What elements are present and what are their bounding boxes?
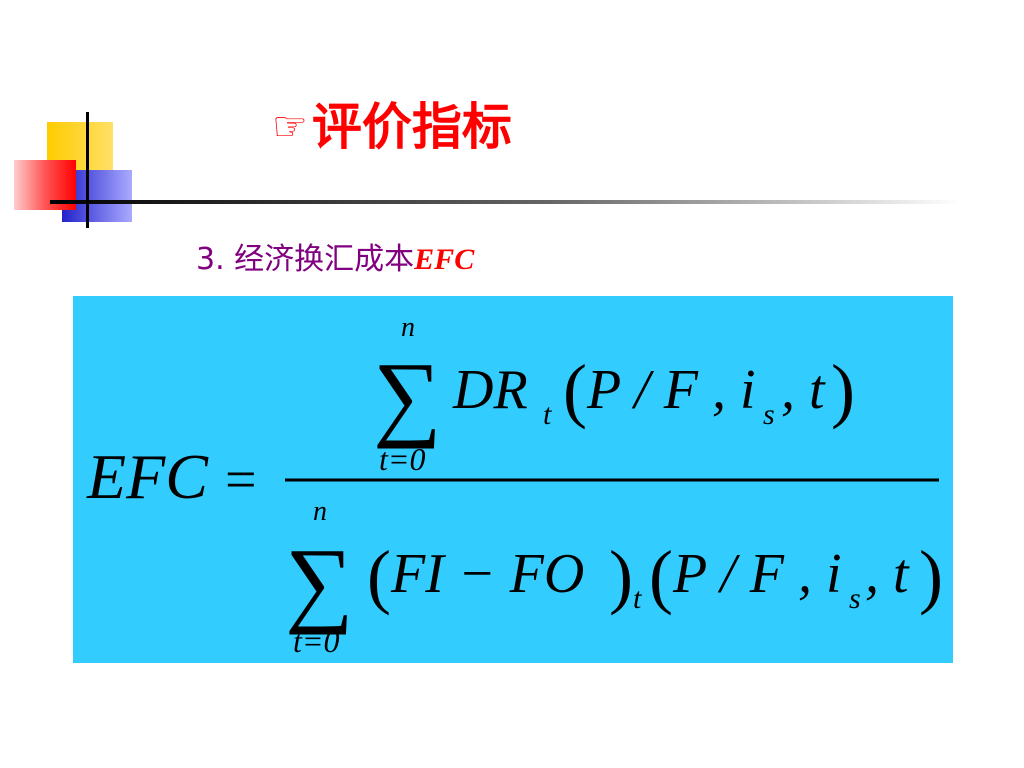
numerator-close-paren: ) xyxy=(831,350,855,430)
efc-formula: EFC = n ∑ t=0 DR t ( P / F , i s , t ) n… xyxy=(86,312,943,659)
numerator-term-subscript: t xyxy=(543,398,552,431)
numerator-term: DR xyxy=(452,359,528,421)
denominator-term: FI − FO xyxy=(390,543,584,605)
denominator-close-paren-1: ) xyxy=(609,536,633,616)
denominator-open-paren-2: ( xyxy=(649,536,673,616)
denominator-factor-tail: , t xyxy=(865,543,910,605)
formula-equals: = xyxy=(225,449,257,511)
numerator-factor: P / F , i xyxy=(586,359,756,421)
denominator-close-paren-2: ) xyxy=(919,536,943,616)
section-heading: 3. 经济换汇成本EFC xyxy=(196,238,474,282)
formula-lhs: EFC xyxy=(86,441,209,512)
section-number: 3. xyxy=(196,242,225,277)
section-heading-abbr: EFC xyxy=(414,243,475,276)
denominator-open-paren-1: ( xyxy=(367,536,391,616)
denominator-sigma-icon: ∑ xyxy=(285,528,353,635)
section-heading-text: 经济换汇成本 xyxy=(234,242,415,277)
denominator-sum-upper: n xyxy=(313,496,327,527)
numerator-sum-upper: n xyxy=(401,312,415,343)
vertical-accent-line xyxy=(86,112,89,228)
numerator-factor-subscript: s xyxy=(763,398,775,431)
pointing-hand-icon: ☞ xyxy=(272,104,308,150)
denominator-factor-subscript: s xyxy=(849,582,861,615)
page-title-text: 评价指标 xyxy=(311,98,512,156)
denominator-factor: P / F , i xyxy=(672,543,842,605)
numerator-factor-tail: , t xyxy=(781,359,826,421)
numerator-sigma-icon: ∑ xyxy=(373,342,441,449)
numerator-open-paren: ( xyxy=(563,350,587,430)
denominator-term-subscript: t xyxy=(633,582,642,615)
numerator-sum-lower: t=0 xyxy=(379,441,425,477)
formula-panel: EFC = n ∑ t=0 DR t ( P / F , i s , t ) n… xyxy=(73,296,953,663)
page-title: ☞评价指标 xyxy=(272,92,512,162)
header-divider-line xyxy=(50,200,960,204)
denominator-sum-lower: t=0 xyxy=(293,623,339,659)
